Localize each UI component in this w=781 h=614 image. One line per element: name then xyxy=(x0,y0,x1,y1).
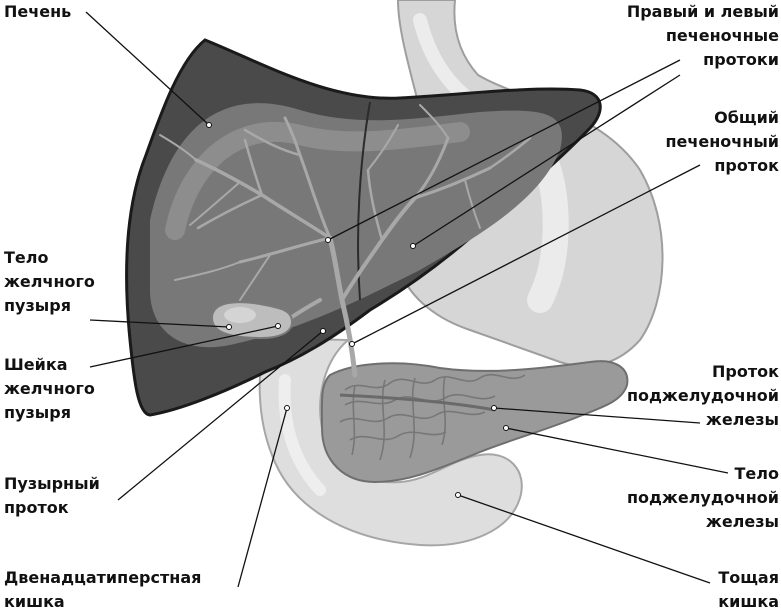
label-cystic-duct-line: Пузырный xyxy=(4,474,100,493)
label-duodenum-line: кишка xyxy=(4,592,65,611)
label-common-hepatic-duct-line: печеночный xyxy=(665,132,779,151)
label-gallbladder-neck-line: желчного xyxy=(4,379,95,398)
label-common-hepatic-duct-line: проток xyxy=(714,156,779,175)
label-pancreas-body-line: поджелудочной xyxy=(626,488,779,507)
label-gallbladder-body-line: желчного xyxy=(4,272,95,291)
label-jejunum-line: Тощая xyxy=(718,568,779,587)
label-pancreatic-duct-line: поджелудочной xyxy=(626,386,779,405)
label-common-hepatic-duct: Общий печеночный проток xyxy=(665,106,779,178)
label-duodenum: Двенадцатиперстная кишка xyxy=(4,566,201,614)
label-pancreas-body-line: Тело xyxy=(734,464,779,483)
gallbladder xyxy=(210,301,294,340)
label-gallbladder-body: Тело желчного пузыря xyxy=(4,246,95,318)
label-gallbladder-neck: Шейка желчного пузыря xyxy=(4,353,95,425)
label-pancreatic-duct-line: железы xyxy=(705,410,779,429)
label-liver-line: Печень xyxy=(4,2,72,21)
label-gallbladder-neck-line: пузыря xyxy=(4,403,71,422)
label-duodenum-line: Двенадцатиперстная xyxy=(4,568,202,587)
pancreas xyxy=(320,360,629,484)
bile-ducts xyxy=(159,104,532,378)
label-pancreas-body-line: железы xyxy=(705,512,779,531)
label-pancreatic-duct: Проток поджелудочной железы xyxy=(627,360,779,432)
label-jejunum-line: кишка xyxy=(718,592,779,611)
leader-dots xyxy=(206,122,509,498)
label-hepatic-ducts-line: Правый и левый xyxy=(626,2,779,21)
label-liver: Печень xyxy=(4,0,71,24)
label-hepatic-ducts-line: протоки xyxy=(703,50,779,69)
label-pancreatic-duct-line: Проток xyxy=(712,362,779,381)
label-gallbladder-body-line: пузыря xyxy=(4,296,71,315)
leader-lines xyxy=(85,11,729,588)
label-jejunum: Тощая кишка xyxy=(718,566,779,614)
label-cystic-duct: Пузырный проток xyxy=(4,472,100,520)
label-cystic-duct-line: проток xyxy=(4,498,69,517)
label-common-hepatic-duct-line: Общий xyxy=(714,108,779,127)
label-gallbladder-body-line: Тело xyxy=(4,248,49,267)
label-hepatic-ducts: Правый и левый печеночные протоки xyxy=(627,0,779,72)
label-hepatic-ducts-line: печеночные xyxy=(665,26,779,45)
label-pancreas-body: Тело поджелудочной железы xyxy=(627,462,779,534)
label-gallbladder-neck-line: Шейка xyxy=(4,355,68,374)
